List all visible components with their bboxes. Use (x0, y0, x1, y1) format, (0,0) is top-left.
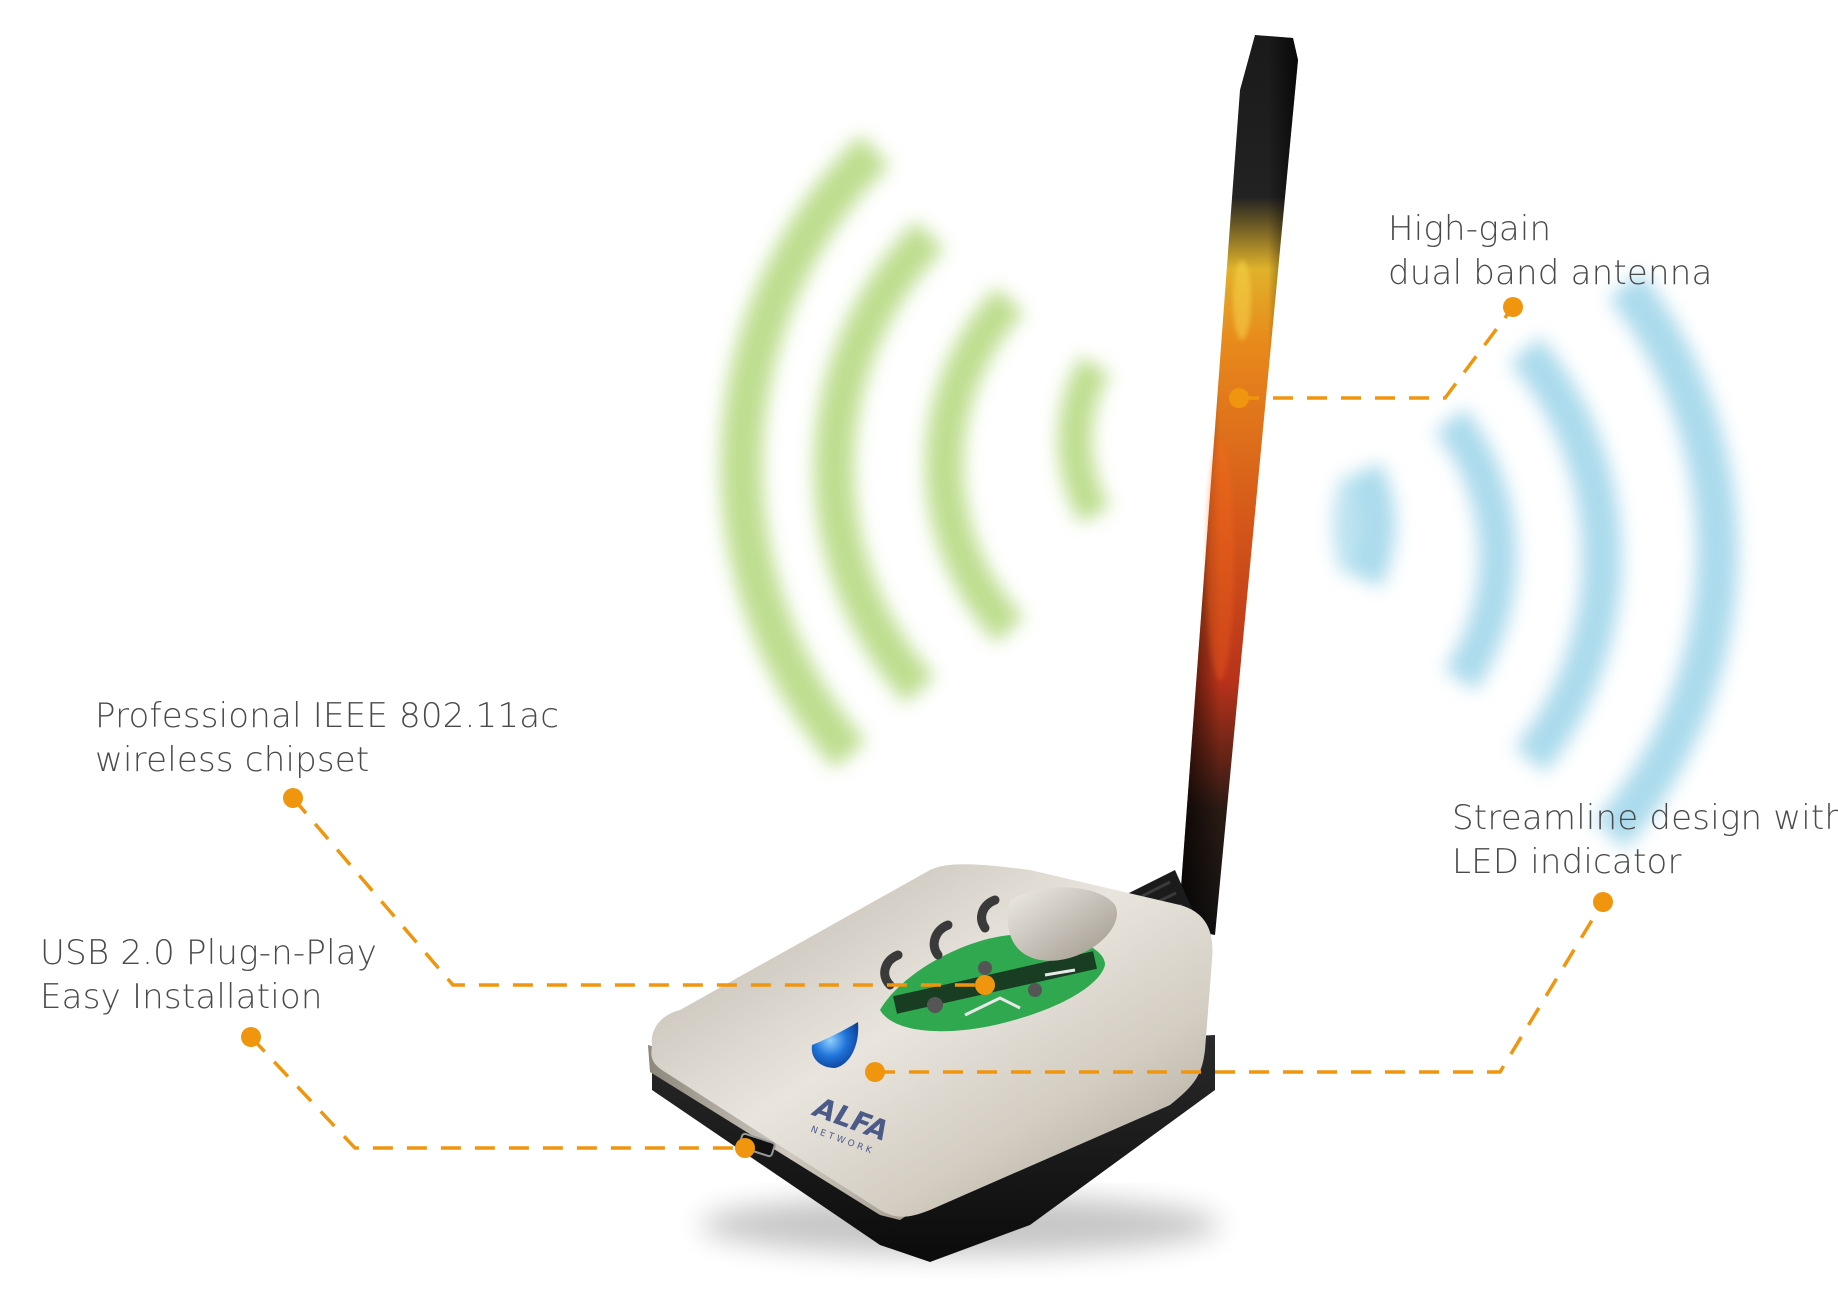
callout-usb-line-1: USB 2.0 Plug-n-Play (40, 933, 378, 973)
callout-led-line-2: LED indicator (1452, 842, 1682, 882)
callout-chipset: Professional IEEE 802.11ac wireless chip… (95, 694, 559, 782)
dot-usb-end (735, 1138, 755, 1158)
leader-line-led (875, 901, 1605, 1074)
callout-chipset-line-2: wireless chipset (95, 740, 370, 780)
dot-antenna-end (1503, 297, 1523, 317)
wifi-waves-blue-icon (1332, 272, 1739, 849)
callout-chipset-line-1: Professional IEEE 802.11ac (95, 696, 560, 736)
callout-led: Streamline design with LED indicator (1452, 796, 1838, 884)
leader-line-antenna (1239, 305, 1515, 400)
callout-antenna-line-1: High-gain (1388, 209, 1552, 249)
callout-antenna: High-gain dual band antenna (1388, 207, 1713, 295)
dot-led-end (1593, 892, 1613, 912)
dot-chipset-start (283, 788, 303, 808)
antenna (1105, 35, 1298, 985)
leader-line-usb (249, 1035, 745, 1150)
callout-usb: USB 2.0 Plug-n-Play Easy Installation (40, 931, 377, 1019)
callout-usb-line-2: Easy Installation (40, 977, 323, 1017)
callout-led-line-1: Streamline design with (1452, 798, 1838, 838)
dot-antenna-start (1229, 388, 1249, 408)
wifi-waves-green-icon (720, 134, 1110, 769)
leader-dots (241, 297, 1613, 1158)
leader-line-chipset (291, 796, 985, 987)
dot-usb-start (241, 1027, 261, 1047)
dot-led-start (865, 1062, 885, 1082)
dot-chipset-end (975, 975, 995, 995)
led-indicator-icon (811, 1022, 859, 1068)
callout-antenna-line-2: dual band antenna (1388, 253, 1713, 293)
leader-lines (249, 305, 1605, 1150)
